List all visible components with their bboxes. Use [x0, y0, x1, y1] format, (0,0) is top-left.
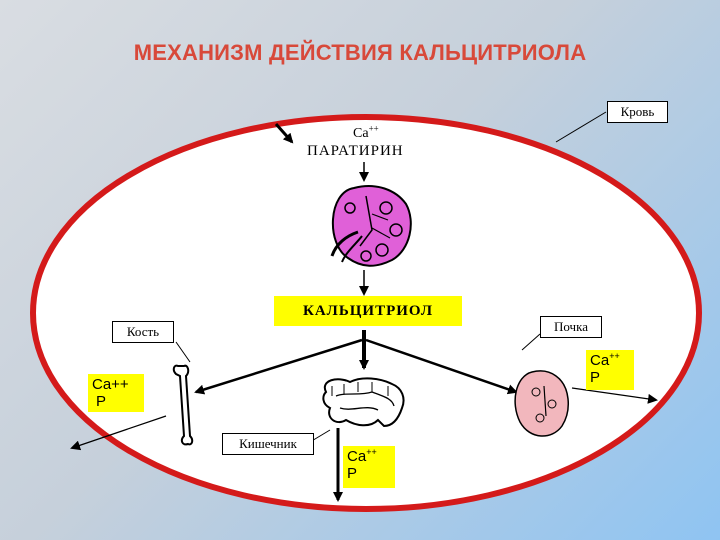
blood-pointer-line: [555, 111, 607, 143]
bone-p-text: P: [96, 393, 107, 410]
kidney-ions-box: Ca++ P: [586, 350, 634, 390]
kidney-ca-sup: ++: [609, 351, 620, 361]
ca-top-text: Ca: [353, 126, 369, 141]
bone-label: Кость: [112, 321, 174, 343]
gut-ca-sup: ++: [366, 447, 377, 457]
kidney-output-arrow: [571, 387, 658, 404]
ca-top-sup: ++: [368, 123, 379, 134]
bone-illustration: [172, 364, 194, 446]
blood-label: Кровь: [607, 101, 668, 123]
slide-title: МЕХАНИЗМ ДЕЙСТВИЯ КАЛЬЦИТРИОЛА: [133, 40, 587, 65]
bone-ca-text: Ca++: [92, 376, 129, 393]
kidney-pointer-line: [521, 333, 541, 351]
intestine-label: Кишечник: [222, 433, 314, 455]
bone-pointer-line: [175, 341, 191, 363]
kidney-p-text: P: [590, 369, 601, 386]
gut-ions-box: Ca++ P: [343, 446, 395, 488]
input-arrow: [274, 123, 294, 144]
parathyrin-label: ПАРАТИРИН: [305, 143, 406, 160]
intestine-illustration: [322, 377, 405, 428]
calcitriol-label: КАЛЬЦИТРИОЛ: [274, 296, 462, 326]
arrow-to-kidney: [365, 338, 518, 395]
bone-ions-box: Ca++ P: [88, 374, 144, 412]
arrow-to-bone: [194, 338, 363, 395]
kidney-ca-text: Ca: [590, 352, 610, 369]
bone-output-arrow: [70, 415, 167, 451]
kidney-pink-illustration: [514, 370, 569, 437]
kidney-label: Почка: [540, 316, 602, 338]
gut-p-text: P: [347, 465, 358, 482]
kidney-illustration: [330, 185, 412, 267]
ca-top-label: Ca++: [353, 123, 379, 142]
gut-ca-text: Ca: [347, 448, 367, 465]
